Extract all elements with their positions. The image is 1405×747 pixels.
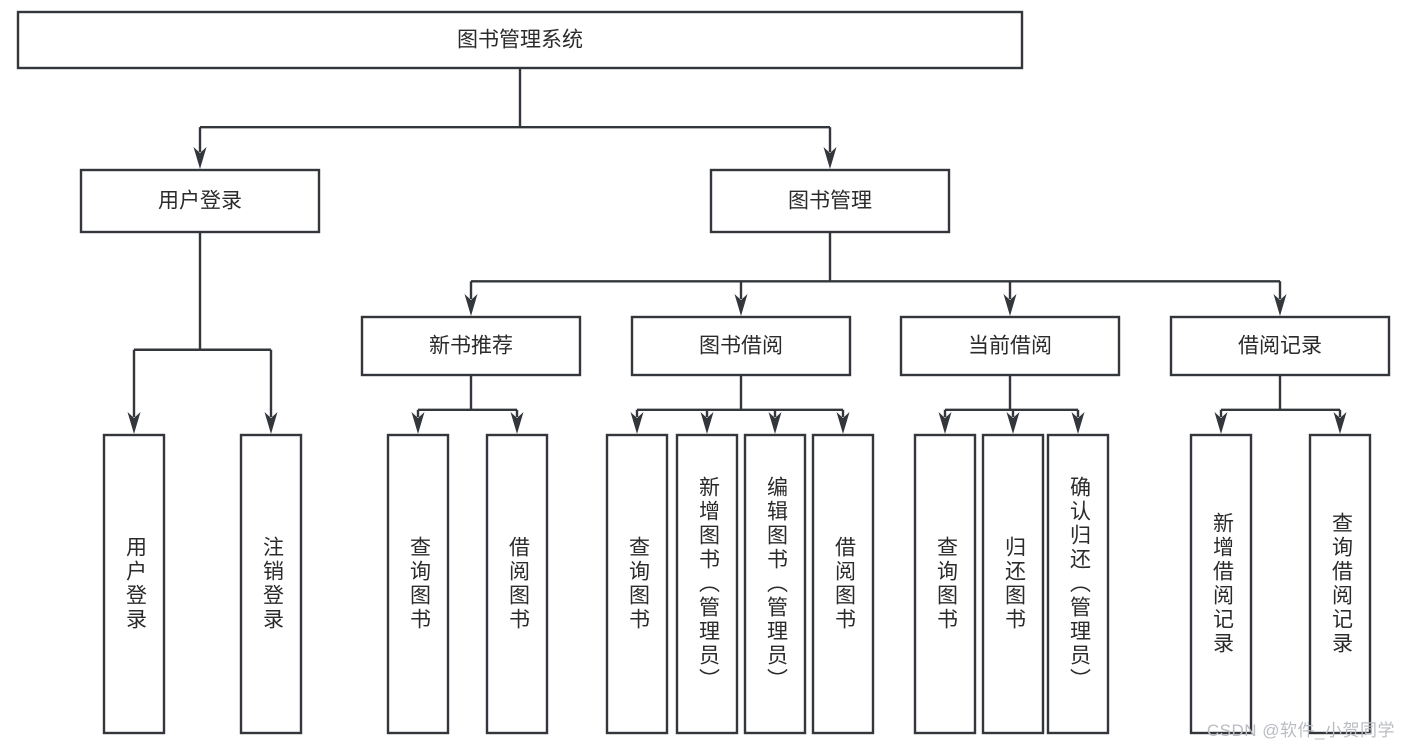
node-box[interactable] — [1046, 433, 1110, 735]
node-label: 借阅记录 — [1238, 335, 1322, 358]
edge-layer — [127, 68, 1347, 434]
connector-group — [193, 68, 837, 169]
node-l-rec-query-book[interactable] — [386, 433, 450, 735]
node-box[interactable] — [1169, 315, 1391, 377]
node-box[interactable] — [79, 168, 321, 234]
node-box[interactable] — [709, 168, 951, 234]
node-label: 图书借阅 — [699, 335, 783, 358]
node-label: 新书推荐 — [429, 335, 513, 358]
node-box[interactable] — [743, 433, 807, 735]
watermark: CSDN @软件_小贺同学 — [1206, 721, 1395, 740]
node-l-borrow-add-book[interactable] — [675, 433, 739, 735]
node-box[interactable] — [630, 315, 852, 377]
node-box[interactable] — [102, 433, 166, 735]
connector-group — [411, 375, 524, 434]
node-l-rec-query-record[interactable] — [1308, 433, 1372, 735]
connector-group — [630, 375, 850, 434]
node-n-book-manage[interactable]: 图书管理 — [709, 168, 951, 234]
node-l-borrow-edit-book[interactable] — [743, 433, 807, 735]
node-box[interactable] — [811, 433, 875, 735]
node-n-current-borrow[interactable]: 当前借阅 — [899, 315, 1121, 377]
node-box[interactable] — [981, 433, 1045, 735]
node-box[interactable] — [605, 433, 669, 735]
connector-group — [938, 375, 1085, 434]
node-box[interactable] — [1189, 433, 1253, 735]
node-l-cur-query-book[interactable] — [913, 433, 977, 735]
node-n-borrow-record[interactable]: 借阅记录 — [1169, 315, 1391, 377]
node-box[interactable] — [913, 433, 977, 735]
node-n-book-borrow[interactable]: 图书借阅 — [630, 315, 852, 377]
node-l-borrow-borrow-book[interactable] — [811, 433, 875, 735]
node-box[interactable] — [675, 433, 739, 735]
node-box[interactable] — [899, 315, 1121, 377]
node-box[interactable] — [386, 433, 450, 735]
node-box[interactable] — [239, 433, 303, 735]
node-l-user-logout[interactable] — [239, 433, 303, 735]
connector-group — [127, 232, 278, 434]
connector-group — [1214, 375, 1347, 434]
node-box[interactable] — [360, 315, 582, 377]
node-label: 当前借阅 — [968, 335, 1052, 358]
node-n-new-book-rec[interactable]: 新书推荐 — [360, 315, 582, 377]
node-l-rec-borrow-book[interactable] — [485, 433, 549, 735]
node-label: 图书管理系统 — [457, 29, 583, 52]
node-l-cur-return-book[interactable] — [981, 433, 1045, 735]
node-l-borrow-query-book[interactable] — [605, 433, 669, 735]
node-l-cur-confirm-return[interactable] — [1046, 433, 1110, 735]
node-l-rec-add-record[interactable] — [1189, 433, 1253, 735]
node-label: 用户登录 — [158, 190, 242, 213]
node-root[interactable]: 图书管理系统 — [16, 10, 1024, 70]
node-box[interactable] — [485, 433, 549, 735]
connector-group — [464, 232, 1287, 316]
node-n-user-login[interactable]: 用户登录 — [79, 168, 321, 234]
node-box[interactable] — [16, 10, 1024, 70]
node-l-user-login[interactable] — [102, 433, 166, 735]
node-box[interactable] — [1308, 433, 1372, 735]
node-label: 图书管理 — [788, 190, 872, 213]
